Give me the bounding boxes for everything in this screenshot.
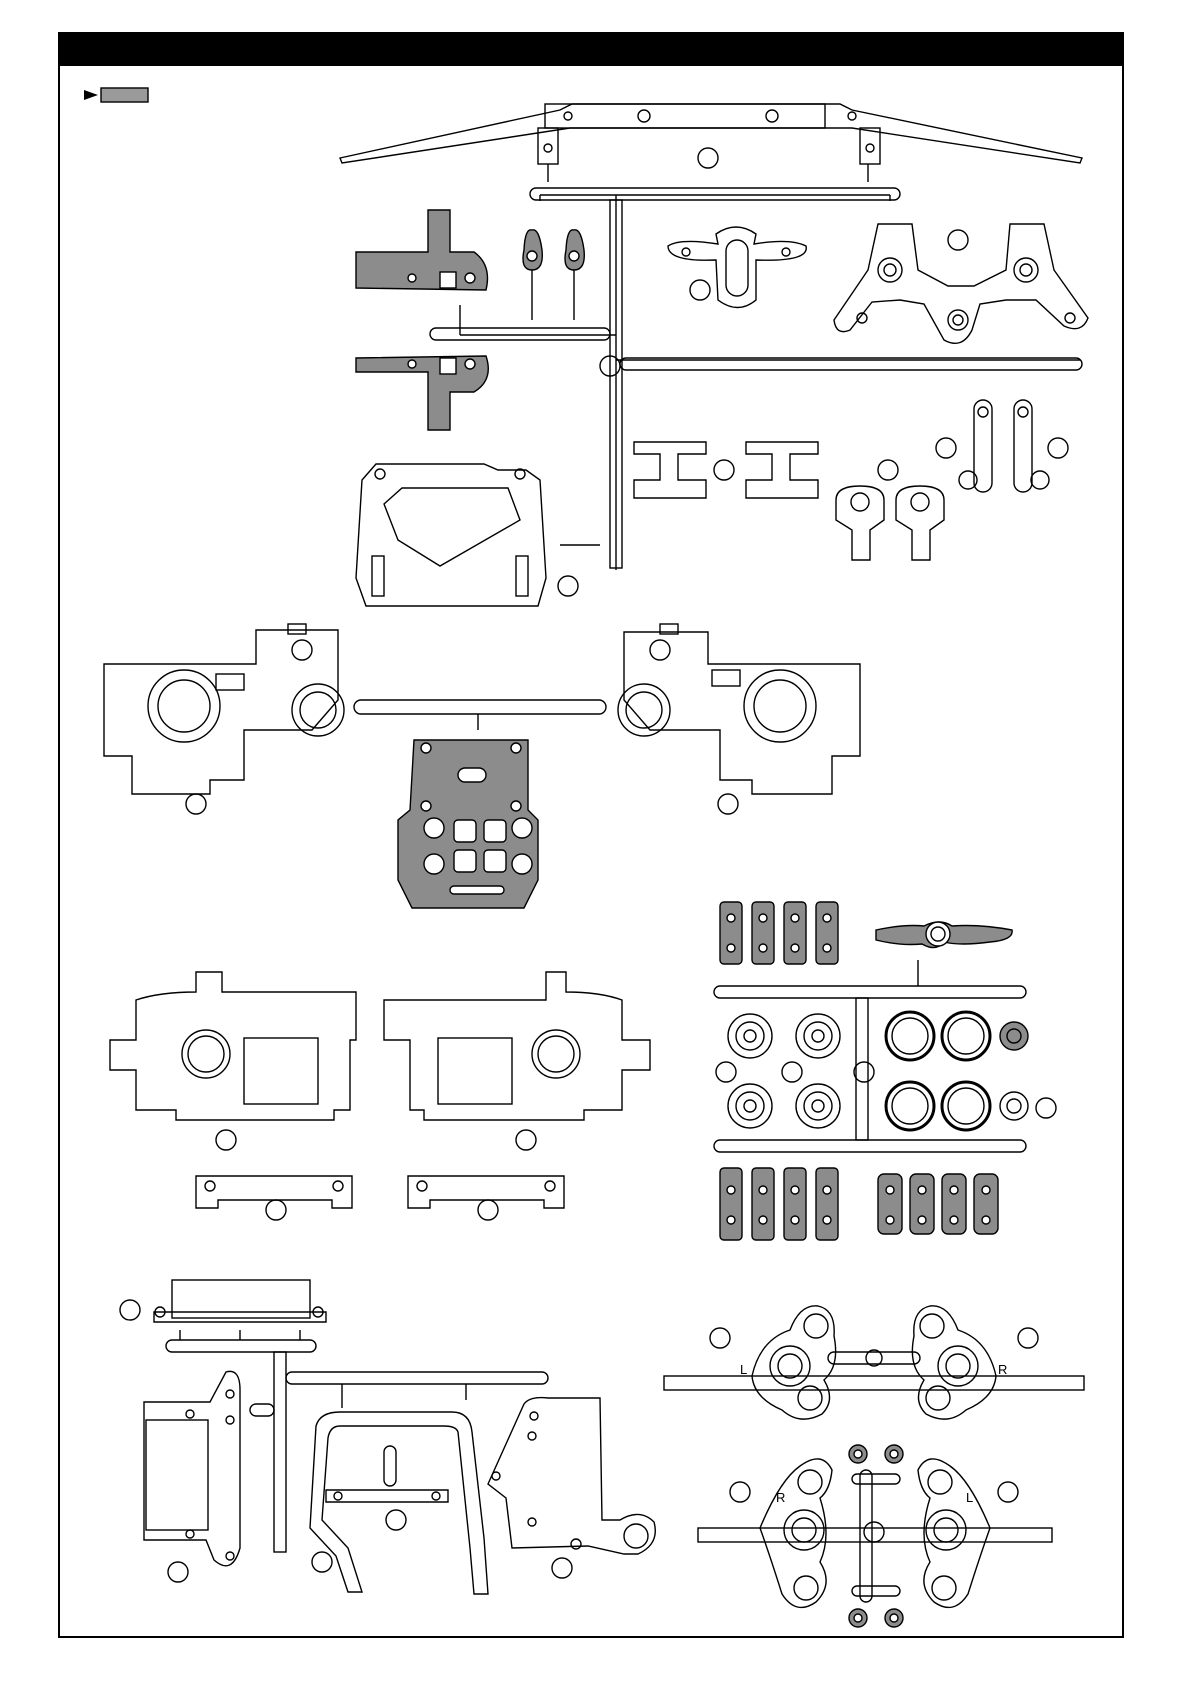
- part-number-circle: [698, 148, 718, 168]
- gearbox-covers: [110, 972, 650, 1220]
- side-marker-L-upper: L: [966, 1490, 973, 1505]
- hub-carrier-sprue: L R R L: [664, 1306, 1084, 1627]
- part-number-circle: [386, 1510, 406, 1530]
- side-marker-R-upper: R: [776, 1490, 785, 1505]
- part-number-circle: [878, 460, 898, 480]
- part-number-circle: [854, 1062, 874, 1082]
- top-sprue: [340, 104, 1088, 606]
- part-number-circle: [936, 438, 956, 458]
- part-number-circle: [998, 1482, 1018, 1502]
- part-number-circle: [730, 1482, 750, 1502]
- bottom-left-sprue: [120, 1280, 655, 1594]
- legend: [84, 88, 148, 102]
- part-number-circle: [552, 1558, 572, 1578]
- part-number-circle: [714, 460, 734, 480]
- part-number-circle: [168, 1562, 188, 1582]
- part-number-circle: [216, 1130, 236, 1150]
- part-number-circle: [690, 280, 710, 300]
- legend-swatch: [101, 88, 148, 102]
- part-number-circle: [186, 794, 206, 814]
- part-number-circle: [782, 1062, 802, 1082]
- part-number-circle: [478, 1200, 498, 1220]
- side-marker-L: L: [740, 1362, 747, 1377]
- side-marker-R: R: [998, 1362, 1007, 1377]
- part-number-circle: [1018, 1328, 1038, 1348]
- gearbox-sprue: [104, 624, 860, 908]
- part-number-circle: [948, 230, 968, 250]
- legend-arrow-icon: [84, 90, 98, 100]
- part-number-circle: [120, 1300, 140, 1320]
- part-number-circle: [516, 1130, 536, 1150]
- part-number-circle: [1036, 1098, 1056, 1118]
- part-number-circle: [718, 794, 738, 814]
- part-number-circle: [1048, 438, 1068, 458]
- part-number-circle: [266, 1200, 286, 1220]
- part-number-circle: [716, 1062, 736, 1082]
- part-number-circle: [558, 576, 578, 596]
- part-number-circle: [312, 1552, 332, 1572]
- part-number-circle: [710, 1328, 730, 1348]
- small-parts-sprue: [714, 902, 1056, 1240]
